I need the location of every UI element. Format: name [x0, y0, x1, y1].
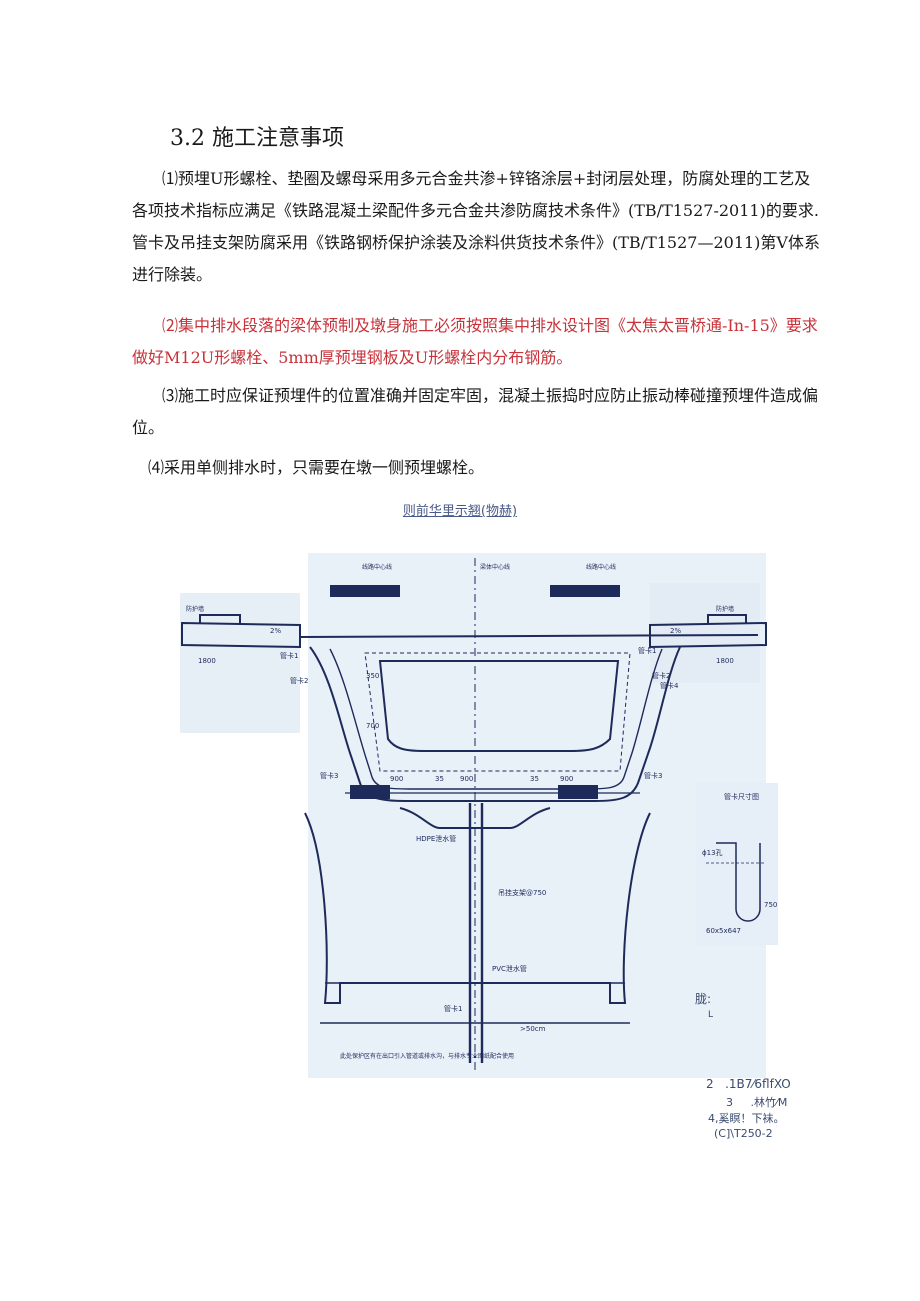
- paragraph-2: ⑵集中排水段落的梁体预制及墩身施工必须按照集中排水设计图《太焦太晋桥通-In-1…: [132, 316, 818, 367]
- bearing-right: [558, 785, 598, 799]
- scan-patch-right: [650, 583, 760, 683]
- downpipe: [468, 803, 484, 1063]
- left-guard-wall: [199, 614, 241, 623]
- inset-dim: 750: [764, 901, 777, 909]
- dim-350: 350: [366, 672, 379, 680]
- slope-left: 2%: [270, 627, 281, 635]
- right-cantilever: [649, 621, 767, 649]
- dim-1800-right: 1800: [716, 657, 734, 665]
- inset-dia: ϕ13孔: [702, 849, 723, 857]
- note-line-2: 2 .1B7⁄6flfXO: [706, 1077, 791, 1091]
- note-line-4: 4,奚瞑！下袜。: [708, 1112, 785, 1125]
- figure-caption: 则前华里示翘(物赫): [402, 504, 518, 519]
- pvc-label: PVC泄水管: [492, 964, 527, 973]
- right-guard-wall: [707, 614, 747, 623]
- clamp3-left: 管卡3: [320, 771, 338, 780]
- paragraph-4: ⑷采用单侧排水时，只需要在墩一侧预埋螺栓。: [148, 458, 485, 477]
- note-title: 胧:: [695, 992, 712, 1006]
- clamp-shape: [716, 842, 761, 922]
- inset-plate: 60x5x647: [706, 927, 741, 935]
- guard-right-label: 防护墙: [716, 605, 734, 613]
- inset-title: 管卡尺寸图: [724, 792, 759, 801]
- line-right-label: 线路中心线: [586, 563, 616, 571]
- center-line-label: 梁体中心线: [480, 563, 510, 571]
- clamp3-right: 管卡3: [644, 771, 662, 780]
- paragraph-1: ⑴预埋U形螺栓、垫圈及螺母采用多元合金共渗+锌铬涂层+封闭层处理，防腐处理的工艺…: [132, 169, 820, 284]
- clamp2-left: 管卡2: [290, 676, 308, 685]
- bearing-left: [350, 785, 390, 799]
- slope-right: 2%: [670, 627, 681, 635]
- note-line-3: 3 .林竹⁄M: [726, 1096, 788, 1109]
- dim-700: 700: [366, 722, 379, 730]
- bottom-note: 此处保护区有在出口引入管道或排水沟，与排水专业图纸配合使用: [340, 1052, 514, 1060]
- bridge-drainage-drawing: 2% 2% 1800 1800 管卡1 管卡2 管卡3 管卡1 管卡2 管卡3 …: [180, 553, 767, 1078]
- rail-left: [330, 585, 400, 597]
- support-label: 吊挂支架@750: [498, 888, 546, 897]
- dim-b1: 900: [390, 775, 403, 783]
- dim-b4: 35: [530, 775, 539, 783]
- box-cell: [378, 660, 620, 752]
- clamp1-right: 管卡1: [638, 646, 656, 655]
- line-left-label: 线路中心线: [362, 563, 392, 571]
- note-small: L: [708, 1010, 714, 1020]
- section-heading: 3.2 施工注意事项: [170, 126, 344, 151]
- dim-1800-left: 1800: [198, 657, 216, 665]
- note-line-5: (C]\T250-2: [714, 1127, 773, 1140]
- deck-top: [299, 634, 759, 638]
- left-cantilever: [181, 621, 301, 649]
- clamp1-left: 管卡1: [280, 651, 298, 660]
- clamp2-right: 管卡2: [652, 671, 670, 680]
- inset-scan-patch: [696, 783, 778, 945]
- guard-left-label: 防护墙: [186, 605, 204, 613]
- rail-right: [550, 585, 620, 597]
- paragraph-3: ⑶施工时应保证预埋件的位置准确并固定牢固，混凝土振捣时应防止振动棒碰撞预埋件造成…: [132, 386, 819, 437]
- gap-label: >50cm: [520, 1025, 546, 1033]
- box-girder-inner: [329, 648, 663, 790]
- clamp-pier: 管卡1: [444, 1004, 462, 1013]
- dashed-outline: [364, 652, 631, 772]
- clamp-size-inset: 管卡尺寸图 ϕ13孔 60x5x647 750: [696, 783, 778, 945]
- dim-b3: 900: [460, 775, 473, 783]
- dim-b5: 900: [560, 775, 573, 783]
- dim-b2: 35: [435, 775, 444, 783]
- hdpe-label: HDPE泄水管: [416, 834, 456, 843]
- box-girder-outer: [309, 646, 681, 802]
- clamp4-right: 管卡4: [660, 681, 679, 690]
